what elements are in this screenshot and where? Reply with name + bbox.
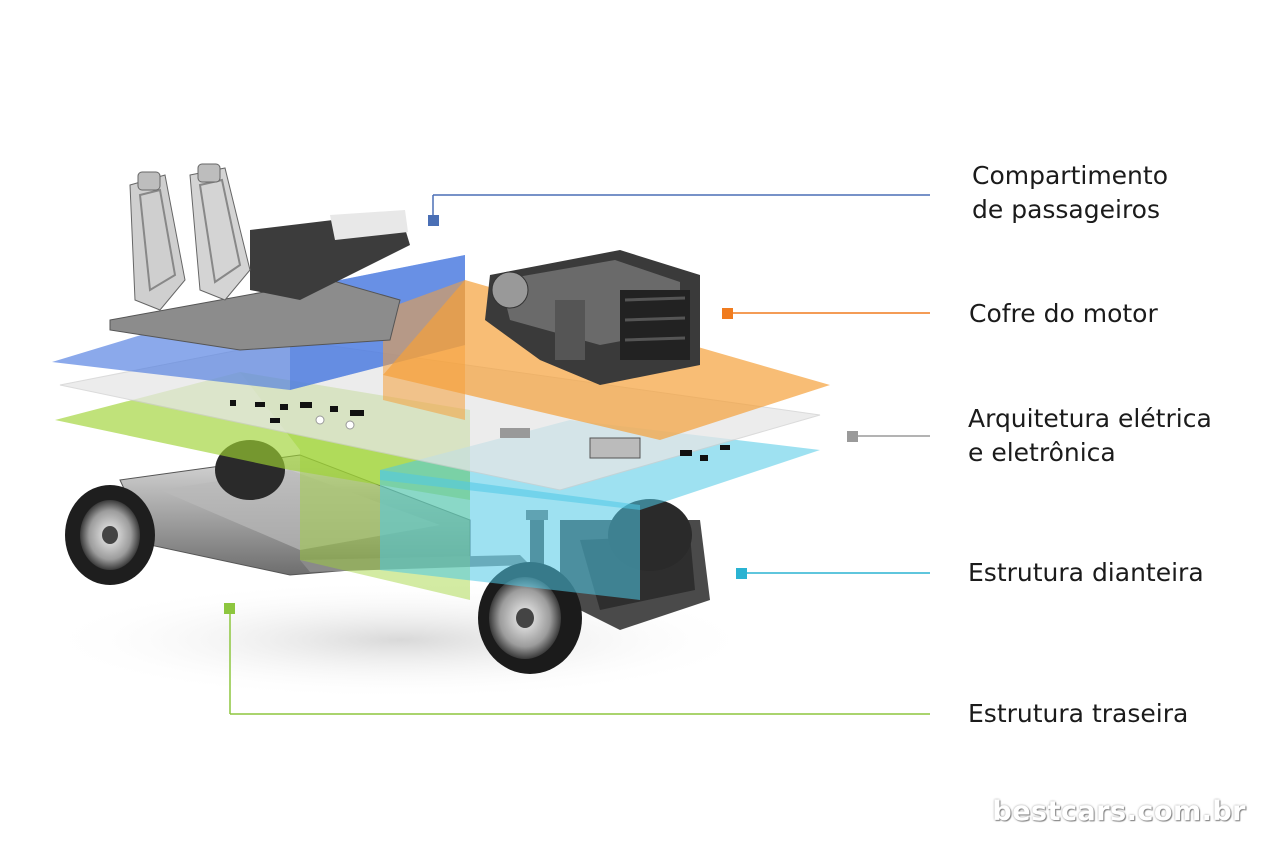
leader-rear	[224, 603, 930, 715]
label-engine-bay: Cofre do motor	[969, 297, 1158, 331]
label-rear-structure: Estrutura traseira	[968, 697, 1188, 731]
rear-wheel	[65, 485, 155, 585]
label-electrical-line1: Arquitetura elétrica	[968, 404, 1212, 433]
label-front-structure: Estrutura dianteira	[968, 556, 1204, 590]
label-electrical-line2: e eletrônica	[968, 438, 1116, 467]
front-wheel	[478, 562, 582, 674]
engine-block	[485, 250, 700, 385]
label-rear-line1: Estrutura traseira	[968, 699, 1189, 728]
label-front-line1: Estrutura dianteira	[968, 558, 1204, 587]
leader-front	[736, 568, 930, 579]
label-passenger-line2: de passageiros	[972, 195, 1161, 224]
label-passenger-line1: Compartimento	[972, 161, 1168, 190]
leader-engine	[722, 308, 930, 319]
label-engine-line1: Cofre do motor	[969, 299, 1158, 328]
passenger-compartment	[109, 163, 410, 351]
leader-electrical	[847, 431, 930, 442]
watermark: bestcars.com.br	[992, 796, 1246, 827]
label-passenger-compartment: Compartimento de passageiros	[972, 159, 1168, 227]
leader-passenger	[428, 194, 930, 226]
electrical-components	[230, 400, 730, 461]
label-electrical-architecture: Arquitetura elétrica e eletrônica	[968, 402, 1212, 470]
